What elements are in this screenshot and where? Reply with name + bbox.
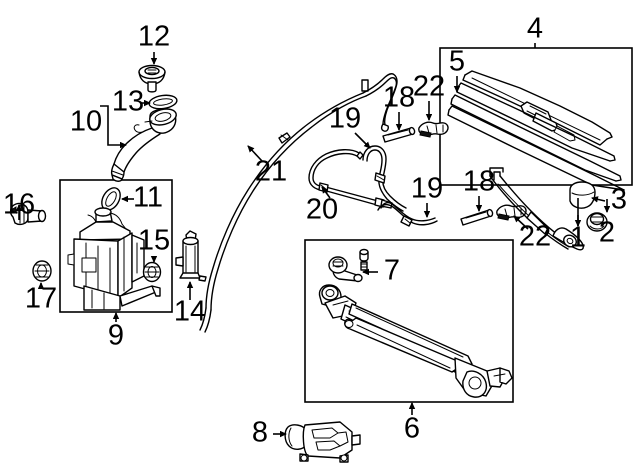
- callout-14: 14: [174, 296, 206, 328]
- part-level-sensor: [9, 202, 47, 226]
- part-washer-hose-upper: [362, 145, 407, 212]
- part-nozzle-clip-lower: [496, 204, 527, 221]
- callout-3: 3: [611, 184, 627, 216]
- part-washer-pump: [175, 230, 207, 282]
- part-washer-hose-main: [199, 73, 398, 333]
- callout-22b: 22: [519, 221, 551, 253]
- callout-8: 8: [252, 417, 268, 449]
- callout-5: 5: [449, 46, 465, 78]
- part-pump-grommet: [142, 261, 162, 283]
- callout-22: 22: [413, 71, 445, 103]
- callout-19b: 19: [411, 173, 443, 205]
- callout-9: 9: [108, 320, 124, 352]
- part-wiper-motor: [284, 421, 361, 463]
- callout-15: 15: [138, 225, 170, 257]
- part-wiper-arm-cover-cap: [569, 181, 596, 209]
- callout-13: 13: [112, 86, 144, 118]
- callout-4: 4: [527, 13, 543, 45]
- callout-1: 1: [570, 222, 586, 254]
- part-wiper-arm: [489, 167, 584, 251]
- callout-18b: 18: [463, 166, 495, 198]
- part-wiper-arm-nut: [586, 212, 608, 232]
- callout-2: 2: [599, 217, 615, 249]
- part-sensor-grommet: [32, 260, 52, 282]
- part-washer-hose-lower: [377, 201, 438, 227]
- callout-20: 20: [306, 194, 338, 226]
- part-nozzle-clip-upper: [418, 121, 449, 138]
- callout-18: 18: [383, 82, 415, 114]
- callout-16: 16: [3, 189, 35, 221]
- part-filler-neck: [110, 108, 177, 182]
- callout-17: 17: [25, 283, 57, 315]
- part-washer-tank: [67, 207, 161, 311]
- callout-12: 12: [138, 21, 170, 53]
- callout-11: 11: [133, 182, 163, 214]
- part-wiper-blade: [447, 70, 625, 191]
- leader-lines: [15, 43, 611, 438]
- part-filler-neck-seal: [148, 94, 178, 110]
- part-wiper-linkage: [318, 248, 513, 398]
- callout-7: 7: [384, 255, 400, 287]
- callout-19: 19: [329, 103, 361, 135]
- part-filler-cap: [138, 64, 166, 93]
- callout-10: 10: [70, 106, 102, 138]
- part-nozzle-joint-lower: [460, 208, 494, 226]
- callout-6: 6: [404, 413, 420, 445]
- callout-21: 21: [255, 156, 287, 188]
